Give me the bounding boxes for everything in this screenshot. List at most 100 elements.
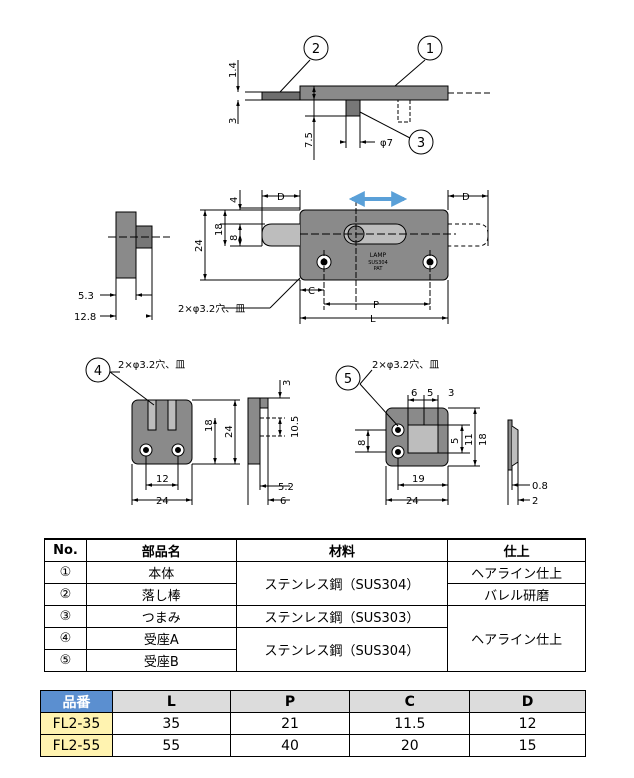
dim-5-3: 5.3: [78, 291, 94, 302]
dim-7-5: 7.5: [304, 132, 315, 148]
dim-d-right: D: [462, 192, 470, 203]
dim-b-8: 8: [357, 440, 368, 446]
top-view: [236, 59, 490, 160]
value-d: 15: [469, 734, 586, 757]
dim-b-11: 11: [464, 433, 475, 446]
part-no: ⑤: [44, 649, 87, 672]
value-l: 35: [111, 712, 231, 735]
model-number: FL2-55: [40, 734, 113, 757]
part-name: つまみ: [85, 605, 237, 628]
dim-3: 3: [228, 118, 239, 124]
table-row: ① 本体 ステンレス鋼（SUS304） ヘアライン仕上: [44, 561, 586, 606]
dim-phi7: φ7: [380, 138, 393, 149]
table-row: ⑤ 受座B: [44, 649, 586, 672]
part-no: ②: [44, 583, 87, 606]
part-finish: ヘアライン仕上: [447, 605, 586, 672]
value-p: 40: [229, 734, 351, 757]
dim-b-5v: 5: [450, 438, 461, 444]
side-view: [100, 211, 170, 320]
mark-sus: SUS304: [368, 260, 388, 266]
value-l: 55: [111, 734, 231, 757]
hole-note-front: 2×φ3.2穴、皿: [178, 302, 245, 315]
body-plate-top: [299, 85, 449, 101]
callout-2: 2: [303, 35, 329, 61]
dim-b-6: 6: [411, 388, 417, 399]
part-name: 受座A: [85, 627, 237, 650]
header-part-name: 部品名: [85, 538, 237, 562]
front-view: [200, 190, 489, 324]
dim-d-left: D: [277, 192, 285, 203]
dim-24: 24: [194, 239, 205, 252]
part-finish: ヘアライン仕上: [447, 561, 586, 584]
part-no: ①: [44, 561, 87, 584]
dim-a-12: 12: [156, 474, 169, 485]
hole-note-a: 2×φ3.2穴、皿: [118, 358, 185, 371]
part-no: ③: [44, 605, 87, 628]
svg-text:1: 1: [426, 42, 434, 57]
callout-4: 4: [85, 357, 111, 383]
dim-c: C: [308, 286, 315, 297]
hole-note-b: 2×φ3.2穴、皿: [372, 358, 439, 371]
part-material: ステンレス鋼（SUS304）: [235, 627, 449, 672]
part-name: 受座B: [85, 649, 237, 672]
part-name: 本体: [85, 561, 237, 584]
header-l: L: [111, 690, 231, 713]
dim-b-19: 19: [412, 474, 425, 485]
dim-p: P: [373, 300, 379, 311]
dim-l: L: [370, 314, 376, 325]
callout-5: 5: [335, 365, 361, 391]
dim-12-8: 12.8: [74, 312, 96, 323]
callout-3: 3: [408, 129, 434, 155]
dim-a-24: 24: [224, 425, 235, 438]
dim-b-18: 18: [478, 433, 489, 446]
parts-table-header: No. 部品名 材料 仕上: [44, 538, 586, 562]
table-row: FL2-55 55 40 20 15: [40, 734, 586, 757]
keeper-b-side: [507, 419, 530, 505]
keeper-a-front: [109, 371, 240, 505]
dim-a-10-5: 10.5: [290, 416, 301, 438]
dim-a-5-2: 5.2: [278, 482, 294, 493]
dim-b-24: 24: [406, 496, 419, 507]
part-finish: バレル研磨: [447, 583, 586, 606]
mark-pat: PAT: [374, 266, 384, 272]
header-material: 材料: [235, 538, 449, 562]
technical-drawing: 1 2 3 1.4 3 7.5 φ7 5.3 12.8: [74, 35, 548, 507]
keeper-a-side: [247, 380, 290, 505]
value-c: 20: [349, 734, 471, 757]
dim-b-0-8: 0.8: [532, 481, 548, 492]
svg-text:2: 2: [312, 42, 320, 57]
dim-18: 18: [214, 223, 225, 236]
bolt-top: [261, 91, 301, 101]
dim-4: 4: [229, 197, 240, 203]
part-material: ステンレス鋼（SUS304）: [235, 561, 449, 606]
bolt-front: [261, 223, 300, 247]
dim-b-3: 3: [448, 388, 454, 399]
svg-text:4: 4: [94, 364, 102, 379]
dim-b-5: 5: [427, 388, 433, 399]
value-c: 11.5: [349, 712, 471, 735]
svg-text:5: 5: [344, 372, 352, 387]
table-row: ③ つまみ ステンレス鋼（SUS303） ヘアライン仕上: [44, 605, 586, 672]
part-name: 落し棒: [85, 583, 237, 606]
keeper-b-front: [355, 369, 480, 505]
parts-table: No. 部品名 材料 仕上 ① 本体 ステンレス鋼（SUS304） ヘアライン仕…: [44, 538, 586, 672]
dim-a-6: 6: [280, 496, 286, 507]
knob-top: [345, 99, 361, 117]
header-model: 品番: [40, 690, 113, 713]
dim-a-24b: 24: [156, 496, 169, 507]
header-d: D: [469, 690, 586, 713]
table-row: FL2-35 35 21 11.5 12: [40, 712, 586, 735]
model-table-header: 品番 L P C D: [40, 690, 586, 713]
dim-8: 8: [229, 235, 240, 241]
model-table: 品番 L P C D FL2-35 35 21 11.5 12 FL2-55 5…: [40, 690, 586, 757]
header-p: P: [229, 690, 351, 713]
dim-1-4: 1.4: [228, 62, 239, 78]
header-finish: 仕上: [447, 538, 586, 562]
model-number: FL2-35: [40, 712, 113, 735]
dim-a-18: 18: [204, 419, 215, 432]
value-d: 12: [469, 712, 586, 735]
header-no: No.: [44, 538, 87, 562]
part-no: ④: [44, 627, 87, 650]
callout-1: 1: [417, 35, 443, 61]
dim-b-2: 2: [532, 496, 538, 507]
